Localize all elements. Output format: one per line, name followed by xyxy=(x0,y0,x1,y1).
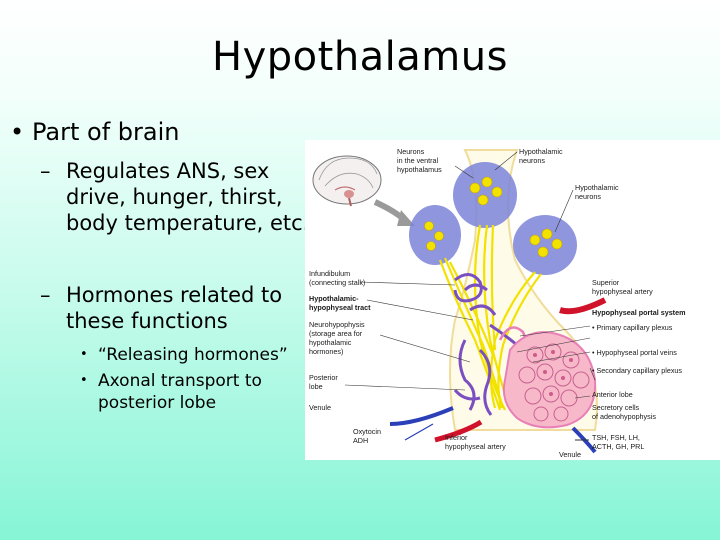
label-posterior-lobe: Posterior xyxy=(309,373,338,382)
anterior-lobe-cells xyxy=(518,343,590,422)
subbullet-regulates: – Regulates ANS, sex drive, hunger, thir… xyxy=(40,158,310,236)
sub-subbullet-releasing: • “Releasing hormones” xyxy=(80,344,295,366)
label-neurohypophysis: hypothalamic xyxy=(309,338,352,347)
label-adh: ADH xyxy=(353,436,368,445)
diagram-labels: Neurons in the ventral hypothalamus Hypo… xyxy=(309,147,685,459)
label-hypothalamic-neurons-right: Hypothalamic xyxy=(575,183,619,192)
pituitary-diagram: Neurons in the ventral hypothalamus Hypo… xyxy=(305,140,720,460)
label-superior-artery: Superior xyxy=(592,278,620,287)
label-anterior-lobe: Anterior lobe xyxy=(592,390,633,399)
label-neurons-ventral: hypothalamus xyxy=(397,165,442,174)
slide-title: Hypothalamus xyxy=(212,34,508,80)
label-infundibulum: Infundibulum xyxy=(309,269,350,278)
neuron-bubble-top xyxy=(453,162,517,228)
leader-lines xyxy=(344,151,596,399)
label-hypothalamic-neurons-top: neurons xyxy=(519,156,545,165)
label-superior-artery: hypophyseal artery xyxy=(592,287,653,296)
label-oxytocin: Oxytocin xyxy=(353,427,381,436)
subbullet-text: Regulates ANS, sex drive, hunger, thirst… xyxy=(66,159,310,235)
zoom-arrow-head xyxy=(397,210,415,226)
subbullet-marker: – xyxy=(40,159,51,183)
label-neurohypophysis: hormones) xyxy=(309,347,343,356)
label-portal-veins: • Hypophyseal portal veins xyxy=(592,348,677,357)
label-primary-plexus: • Primary capillary plexus xyxy=(592,323,673,332)
capillary-loops xyxy=(453,273,518,416)
subbullet-hormones: – Hormones related to these functions xyxy=(40,282,310,334)
label-secretory-cells: Secretory cells xyxy=(592,403,640,412)
neuron-cells xyxy=(424,176,563,258)
bullet-marker: • xyxy=(10,118,25,146)
label-portal-system: Hypophyseal portal system xyxy=(592,308,685,317)
brain-thumbnail xyxy=(312,155,382,207)
sub-subbullet-text: “Releasing hormones” xyxy=(98,345,288,365)
oxytocin-arrow xyxy=(404,423,434,441)
superior-hypophyseal-artery xyxy=(559,297,607,315)
sub-subbullet-axonal: • Axonal transport to posterior lobe xyxy=(80,370,295,414)
label-hypothalamic-tract: hypophyseal tract xyxy=(309,303,371,312)
subbullet-text: Hormones related to these functions xyxy=(66,283,283,333)
label-venule-bottom: Venule xyxy=(559,450,581,459)
label-anterior-hormones: TSH, FSH, LH, xyxy=(592,433,640,442)
label-infundibulum: (connecting stalk) xyxy=(309,278,365,287)
sub-subbullet-marker: • xyxy=(80,373,88,388)
subbullet-marker: – xyxy=(40,283,51,307)
neuron-bubble-right xyxy=(513,215,577,275)
label-hypothalamic-neurons-top: Hypothalamic xyxy=(519,147,563,156)
hypothalamic-hypophyseal-tract xyxy=(438,224,542,411)
label-posterior-lobe: lobe xyxy=(309,382,323,391)
pituitary-diagram-svg: Neurons in the ventral hypothalamus Hypo… xyxy=(309,147,685,459)
bullet-text: Part of brain xyxy=(32,118,180,146)
label-venule-left: Venule xyxy=(309,403,331,412)
secretory-cell-nuclei xyxy=(533,350,573,396)
label-inferior-artery: Inferior xyxy=(445,433,468,442)
inferior-hypophyseal-artery xyxy=(434,419,483,443)
label-neurons-ventral: in the ventral xyxy=(397,156,439,165)
label-neurohypophysis: Neurohypophysis xyxy=(309,320,365,329)
anterior-lobe xyxy=(502,331,597,429)
bullet-part-of-brain: •Part of brain xyxy=(10,118,179,146)
sub-subbullet-text: Axonal transport to posterior lobe xyxy=(98,371,262,413)
venule-left-vessel xyxy=(389,406,454,426)
label-neurohypophysis: (storage area for xyxy=(309,329,363,338)
sub-subbullet-marker: • xyxy=(80,347,88,362)
label-neurons-ventral: Neurons xyxy=(397,147,425,156)
label-secondary-plexus: • Secondary capillary plexus xyxy=(592,366,682,375)
label-hypothalamic-neurons-right: neurons xyxy=(575,192,601,201)
label-anterior-hormones: ACTH, GH, PRL xyxy=(592,442,644,451)
label-hypothalamic-tract: Hypothalamic- xyxy=(309,294,359,303)
label-inferior-artery: hypophyseal artery xyxy=(445,442,506,451)
label-secretory-cells: of adenohypophysis xyxy=(592,412,656,421)
